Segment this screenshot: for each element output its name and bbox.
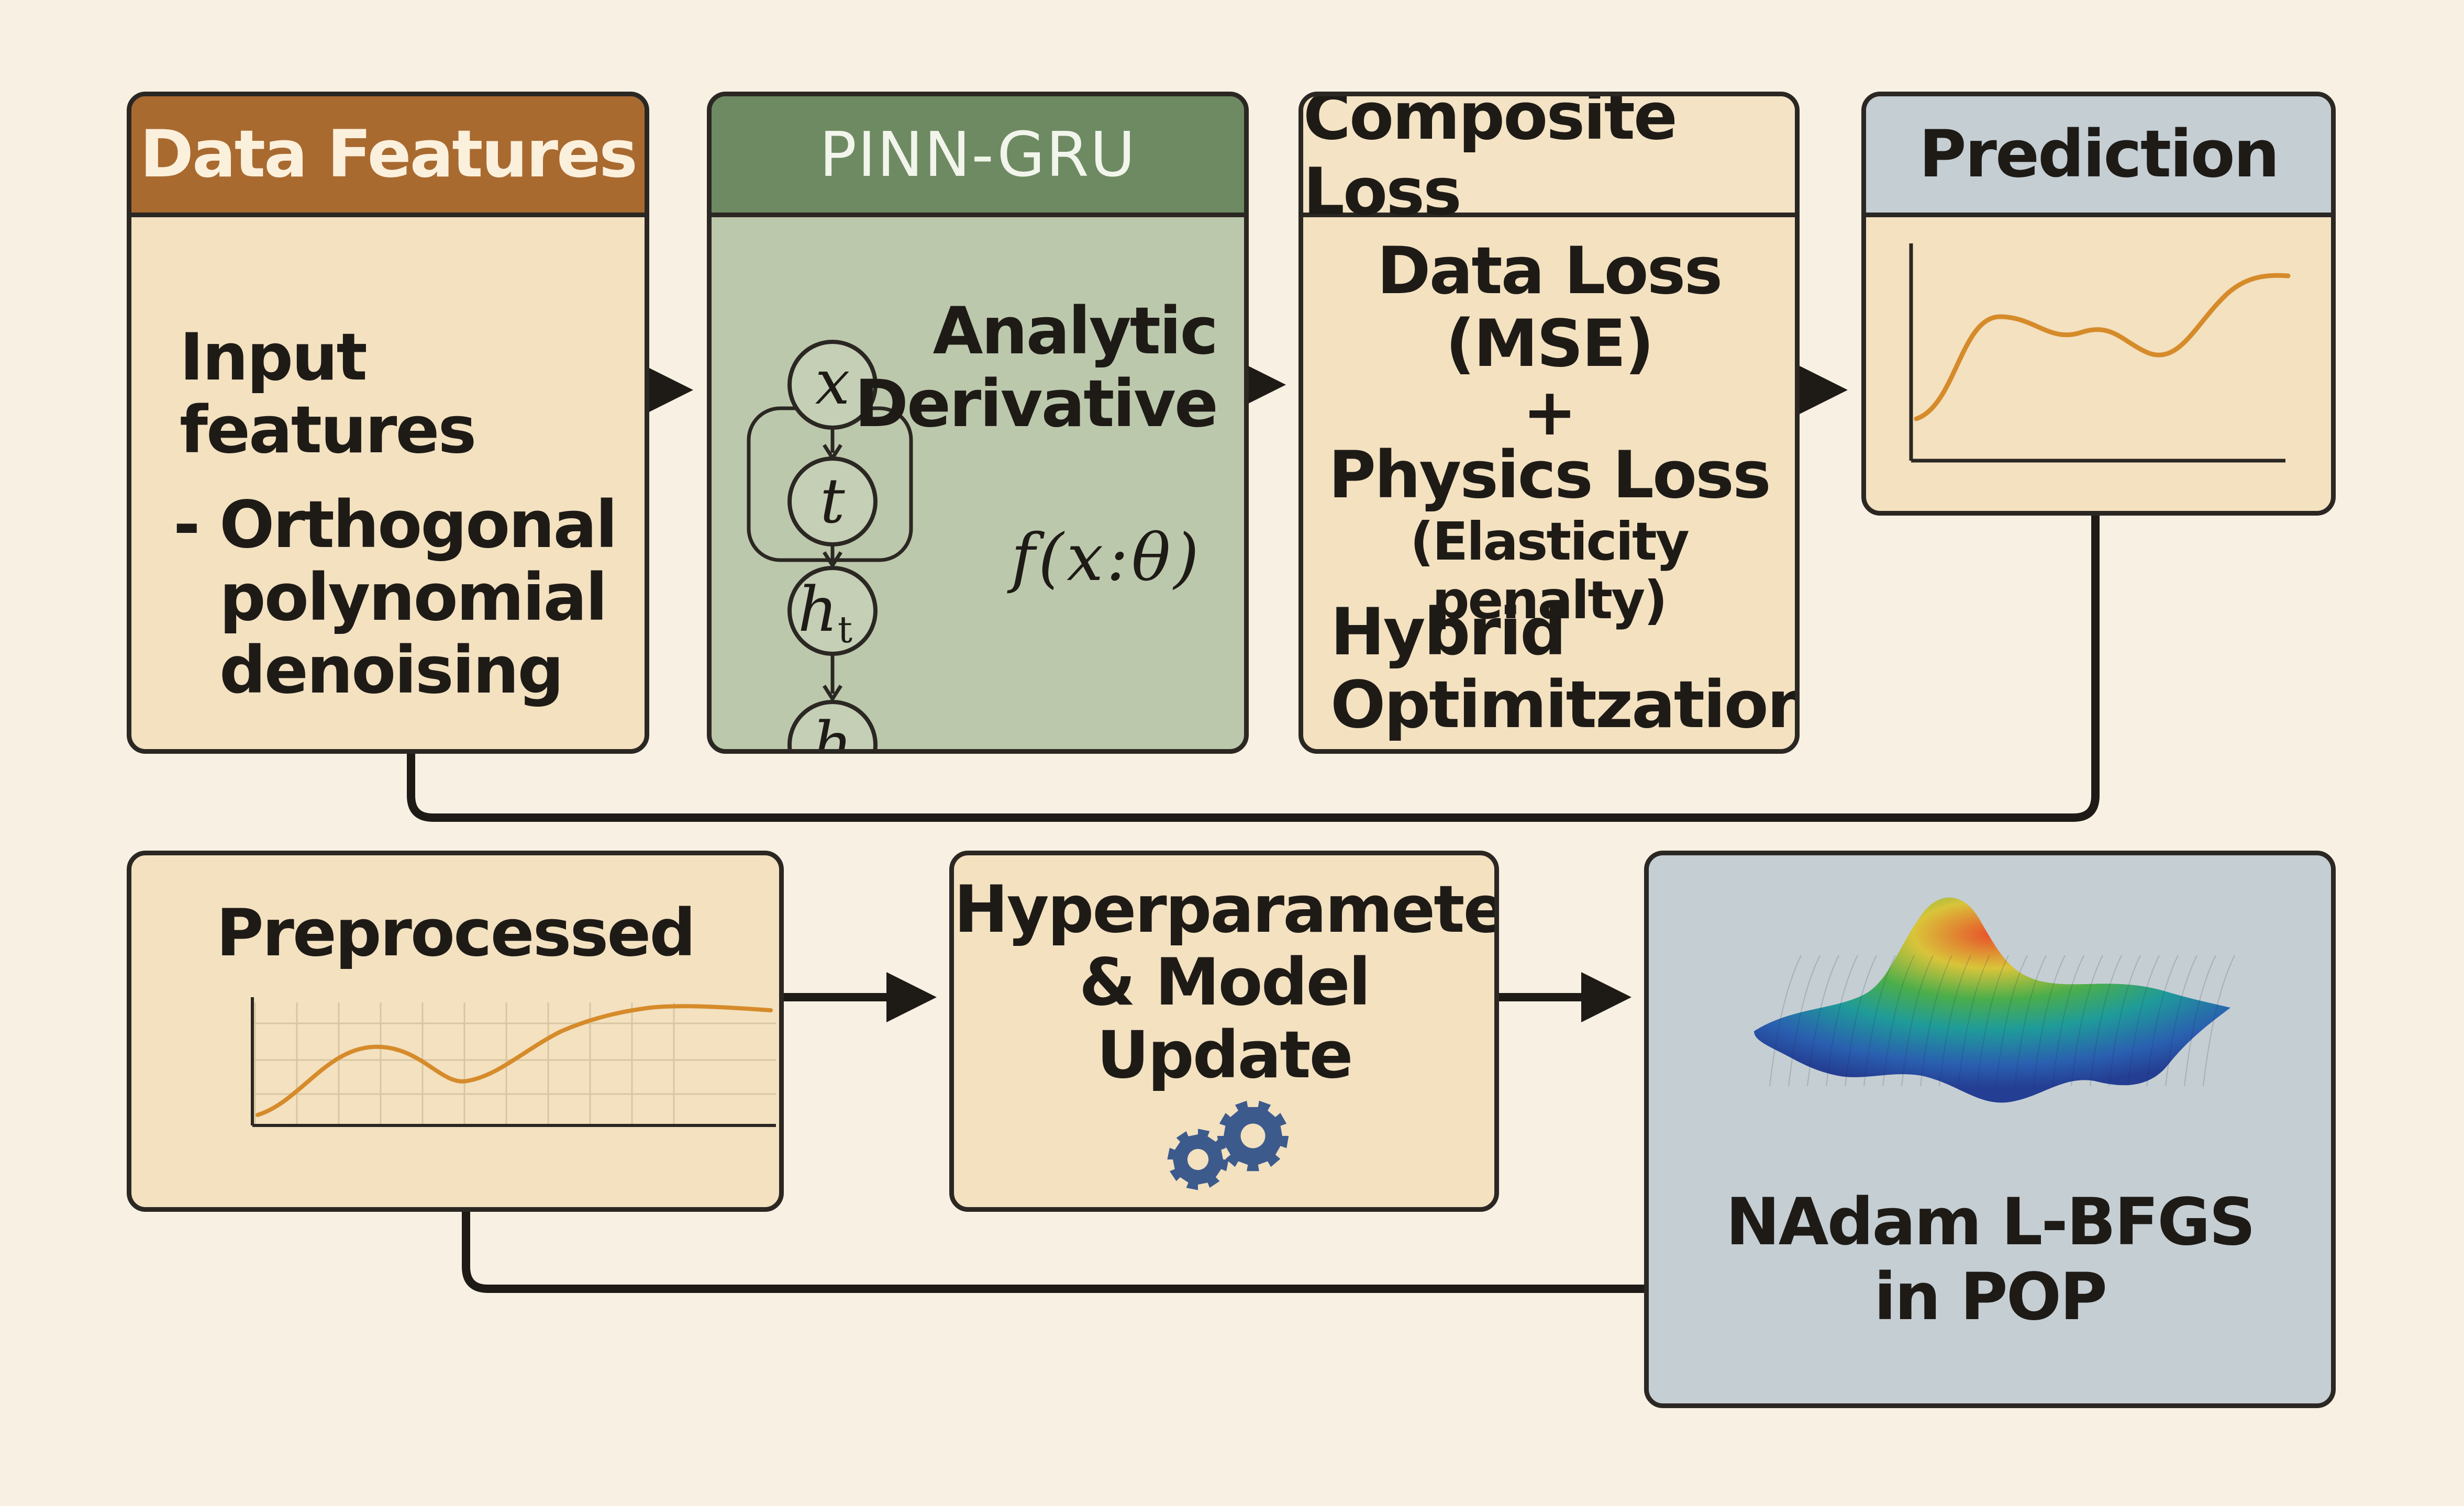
node-t	[787, 456, 878, 546]
node-ht-main: h	[798, 573, 838, 645]
composite-loss-box: Composite Loss Data Loss (MSE) + Physics…	[1298, 92, 1800, 754]
surface-mesh-line	[2146, 955, 2179, 1087]
surface-mesh-line	[1901, 955, 1934, 1087]
physics-loss-label: Physics Loss	[1328, 438, 1771, 513]
hybrid-line: Hybrid	[1330, 595, 1567, 670]
data-features-title: Data Features	[131, 96, 645, 217]
gear-large	[1217, 1100, 1289, 1172]
surface-mesh-line	[2014, 955, 2047, 1087]
hyperparameter-title: Hyperparameter & Model Update	[954, 874, 1494, 1092]
nadam-box: NAdam L-BFGS in POP	[1644, 851, 2336, 1408]
surface-mesh-line	[1845, 955, 1877, 1087]
physics-loss-note: (Elasticity penalty)	[1410, 511, 1690, 631]
surface-mesh-line	[1826, 955, 1858, 1087]
data-loss-label: Data Loss (MSE)	[1303, 235, 1795, 381]
node-ht-subscript: t	[838, 608, 852, 651]
preprocessed-chart-icon	[251, 997, 776, 1127]
feedback-loop-bottom	[462, 1212, 1644, 1293]
pinn-gru-box: PINN-GRU x t ht h	[707, 92, 1249, 754]
surface-body	[1754, 897, 2230, 1103]
loss-surface-icon	[1754, 897, 2235, 1103]
node-h	[787, 700, 878, 749]
node-h-label: h	[813, 708, 852, 754]
surface-mesh-line	[2127, 955, 2160, 1087]
model-line: & Model	[1079, 944, 1371, 1020]
gear-small	[1167, 1129, 1229, 1190]
surface-mesh-line	[2108, 955, 2141, 1087]
data-features-box: Data Features Input features - Orthogona…	[127, 92, 649, 754]
surface-mesh-line	[1977, 955, 2009, 1087]
prediction-curve	[1914, 273, 2291, 421]
surface-mesh-line	[2184, 955, 2216, 1087]
surface-mesh-line	[1807, 955, 1839, 1087]
composite-loss-title: Composite Loss	[1303, 96, 1795, 230]
optimization-line: Optimitzation	[1330, 667, 1800, 743]
input-features-label: Input features	[180, 320, 476, 468]
nadam-line: NAdam L-BFGS	[1725, 1185, 2256, 1260]
hyperparameter-box: Hyperparameter & Model Update	[949, 851, 1499, 1212]
hybrid-optimization-label: Hybrid Optimitzation	[1330, 595, 1800, 743]
preprocessed-box: Preprocessed	[127, 851, 784, 1212]
formula: f(x:θ)	[1011, 520, 1202, 596]
bullet-line: polynomial	[219, 560, 608, 635]
bullet-text: Orthogonal polynomial denoising	[219, 487, 618, 708]
node-x-label: x	[815, 346, 850, 418]
prediction-chart-icon	[1909, 243, 2291, 463]
analytic-derivative-label: Analytic Derivative	[854, 294, 1218, 442]
gru-node-graph: x t ht h	[747, 340, 913, 754]
surface-mesh-line	[2071, 955, 2103, 1087]
gears-icon	[1167, 1100, 1289, 1190]
pinn-gru-title: PINN-GRU	[712, 96, 1244, 217]
surface-mesh-line	[2203, 955, 2235, 1087]
surface-mesh-line	[1920, 955, 1952, 1087]
plus-sign: +	[1523, 375, 1577, 450]
surface-mesh-line	[2033, 955, 2066, 1087]
prediction-box: Prediction	[1861, 92, 2336, 516]
hyperparameter-line: Hyperparameter	[954, 872, 1499, 947]
analytic-line: Analytic	[933, 294, 1218, 369]
prediction-title: Prediction	[1866, 96, 2331, 217]
data-loss-line: Data Loss	[1377, 233, 1723, 309]
bullet-marker: -	[173, 487, 200, 563]
surface-mesh-line	[1769, 955, 1802, 1087]
derivative-line: Derivative	[854, 366, 1218, 442]
update-line: Update	[1096, 1017, 1353, 1093]
surface-mesh-line	[2165, 955, 2197, 1087]
surface-mesh-line	[1863, 955, 1896, 1087]
surface-mesh-line	[1939, 955, 1971, 1087]
bullet-line: Orthogonal	[219, 487, 618, 563]
surface-mesh-line	[1995, 955, 2028, 1087]
surface-mesh-line	[1958, 955, 1990, 1087]
preprocessed-curve	[256, 1004, 773, 1117]
node-ht	[787, 566, 878, 656]
pop-line: in POP	[1873, 1259, 2107, 1335]
surface-mesh-line	[1882, 955, 1915, 1087]
surface-mesh-line	[2090, 955, 2122, 1087]
node-x	[787, 340, 878, 430]
surface-mesh-line	[2052, 955, 2084, 1087]
node-ht-label: ht	[798, 573, 852, 651]
feedback-loop-top	[407, 516, 2100, 822]
nadam-label: NAdam L-BFGS in POP	[1649, 1185, 2331, 1334]
node-t-label: t	[820, 465, 845, 537]
mse-line: (MSE)	[1445, 306, 1655, 382]
surface-mesh-line	[1788, 955, 1821, 1087]
preprocessed-title: Preprocessed	[216, 896, 696, 971]
bullet-line: denoising	[219, 632, 564, 708]
